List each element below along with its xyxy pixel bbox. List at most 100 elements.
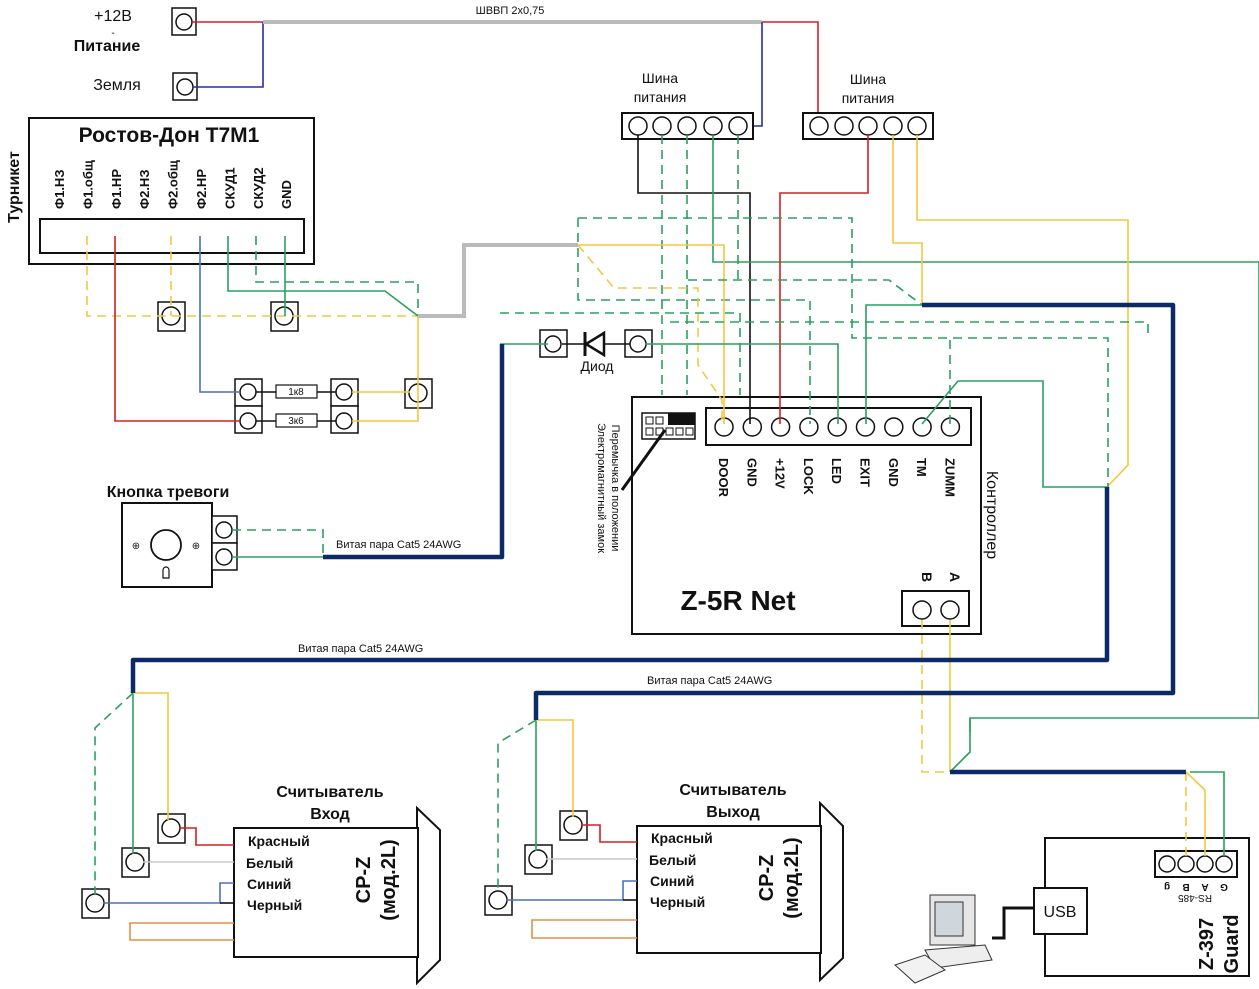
converter-pin-label: B bbox=[1182, 881, 1189, 892]
turnstile-pin-label: Ф1.НР bbox=[109, 169, 124, 209]
wire-ground-bus bbox=[746, 22, 763, 127]
plus12-label: +12В bbox=[94, 8, 132, 25]
controller-pin-label: EXIT bbox=[858, 458, 873, 487]
controller-pin-label: LOCK bbox=[801, 458, 816, 495]
turnstile-pin-label: Ф2.НЗ bbox=[137, 170, 152, 209]
jumper-note-1: Перемычка в положении bbox=[609, 425, 621, 552]
terminal-ground-screw bbox=[176, 78, 194, 96]
cable-2-label: Витая пара Cat5 24AWG bbox=[647, 675, 772, 687]
controller: DOOR GND +12V LOCK LED EXIT GND TM ZUMM Контролл… bbox=[595, 396, 1000, 635]
turnstile-pin-label: Ф1.общ bbox=[80, 160, 95, 209]
turnstile-pin-label: Ф2.общ bbox=[166, 160, 181, 209]
controller-pin bbox=[884, 417, 904, 437]
cable-reader-entry bbox=[130, 487, 1110, 693]
reader-entry-wire-red: Красный bbox=[248, 833, 310, 849]
controller-pin-label: DOOR bbox=[716, 458, 731, 498]
reader-entry-wire-blue: Синий bbox=[247, 876, 291, 892]
reader-exit-model-2: (мод.2L) bbox=[781, 837, 803, 918]
resistor-1k8 bbox=[275, 384, 318, 399]
diode-label: Диод bbox=[581, 358, 614, 374]
alarm-button-icon bbox=[150, 529, 182, 561]
rs485-a-label: A bbox=[947, 572, 963, 582]
screw-icon: ⊕ bbox=[132, 541, 140, 552]
reader-exit-wire-white: Белый bbox=[649, 852, 696, 868]
power-supply: +12В - Питание Земля bbox=[74, 7, 198, 101]
wire-ground bbox=[193, 22, 264, 88]
bus-right-label-2: питания bbox=[842, 90, 895, 106]
power-cable-label: ШВВП 2х0,75 bbox=[476, 5, 545, 17]
cable-reader-exit bbox=[533, 302, 1176, 720]
controller-pin bbox=[912, 417, 932, 437]
reader-exit-model-1: CP-Z bbox=[756, 855, 778, 902]
turnstile-title: Ростов-Дон Т7М1 bbox=[79, 124, 260, 147]
controller-model: Z-5R Net bbox=[680, 585, 795, 616]
power-bus-right: Шина питания bbox=[802, 71, 934, 140]
power-label: Питание bbox=[74, 38, 141, 55]
alarm-title: Кнопка тревоги bbox=[107, 484, 230, 501]
terminal-plus12-screw bbox=[175, 13, 193, 31]
converter-pin-label: G bbox=[1220, 881, 1228, 892]
reader-exit-wire-red: Красный bbox=[651, 830, 713, 846]
jumper-note-2: Электромагнитный замок bbox=[595, 423, 607, 553]
converter-model-1: Z-397 bbox=[1196, 918, 1218, 970]
reader-exit-wire-blue: Синий bbox=[650, 873, 694, 889]
alarm-cable-label: Витая пара Cat5 24AWG bbox=[336, 539, 461, 551]
rs485-b-label: B bbox=[919, 572, 935, 582]
bus-right-label-1: Шина bbox=[850, 71, 886, 87]
converter-pin-label: g bbox=[1164, 881, 1170, 892]
turnstile-pin-label: Ф1.НЗ bbox=[52, 170, 67, 209]
controller-pin bbox=[799, 417, 819, 437]
turnstile: Турникет Ростов-Дон Т7М1 Ф1.НЗ Ф1.общ Ф1.Н… bbox=[6, 117, 315, 265]
turnstile-pin-label: СКУД2 bbox=[251, 167, 266, 209]
reader-entry-wire-white: Белый bbox=[246, 855, 293, 871]
resistor-3k6 bbox=[275, 413, 318, 428]
reader-exit-title-2: Выход bbox=[706, 804, 759, 821]
controller-pin-label: GND bbox=[744, 458, 759, 487]
cable-alarm bbox=[323, 344, 505, 560]
wires bbox=[86, 135, 1259, 941]
converter-pin-label: A bbox=[1201, 881, 1208, 892]
reader-entry-model-2: (мод.2L) bbox=[378, 839, 400, 920]
reader-exit-title-1: Считыватель bbox=[679, 782, 786, 799]
screw-icon: ⊕ bbox=[192, 541, 200, 552]
reader-exit: Считыватель Выход Красный Белый Синий Че… bbox=[636, 782, 844, 983]
usb-cable bbox=[992, 906, 1034, 940]
controller-pin-label: LED bbox=[829, 458, 844, 484]
reader-entry: Считыватель Вход Красный Белый Синий Чер… bbox=[233, 784, 441, 986]
computer-icon bbox=[894, 894, 993, 984]
controller-pin-label: ZUMM bbox=[942, 458, 957, 497]
ground-label: Земля bbox=[93, 77, 141, 94]
power-bus-left: Шина питания bbox=[621, 70, 754, 140]
jumper-pointer-arrow bbox=[620, 429, 667, 491]
turnstile-side-label: Турникет bbox=[6, 151, 23, 223]
turnstile-pin-label: GND bbox=[279, 180, 294, 209]
bus-left-label-2: питания bbox=[634, 89, 687, 105]
turnstile-pin-label: СКУД1 bbox=[222, 167, 237, 209]
controller-pin-label: +12V bbox=[773, 458, 788, 489]
rs485-label: RS-485 bbox=[1178, 892, 1212, 903]
usb-port bbox=[1033, 887, 1088, 935]
reader-entry-wire-black: Черный bbox=[247, 897, 302, 913]
reader-entry-title-2: Вход bbox=[310, 806, 350, 823]
resistor-1k8-label: 1к8 bbox=[288, 387, 304, 398]
reader-exit-wire-black: Черный bbox=[650, 894, 705, 910]
jumper-block bbox=[641, 412, 696, 440]
diode: Диод bbox=[539, 329, 653, 374]
bus-left-label-1: Шина bbox=[642, 70, 678, 86]
controller-pin-label: TM bbox=[914, 458, 929, 477]
resistor-network: 1к8 3к6 bbox=[234, 378, 433, 434]
cables bbox=[130, 302, 1186, 775]
controller-pin-label: GND bbox=[886, 458, 901, 487]
controller-pin bbox=[742, 417, 763, 437]
keyhole-icon bbox=[162, 566, 170, 579]
resistor-3k6-label: 3к6 bbox=[288, 416, 304, 427]
minus-label: - bbox=[111, 28, 114, 39]
turnstile-pin-label: Ф2.НР bbox=[194, 169, 209, 209]
reader-entry-model-1: CP-Z bbox=[353, 857, 375, 904]
usb-label: USB bbox=[1044, 904, 1077, 921]
wire-plus-bus bbox=[762, 21, 819, 126]
cable-1-label: Витая пара Cat5 24AWG bbox=[298, 643, 423, 655]
controller-side-label: Контроллер bbox=[983, 471, 1000, 559]
reader-entry-title-1: Считыватель bbox=[276, 784, 383, 801]
